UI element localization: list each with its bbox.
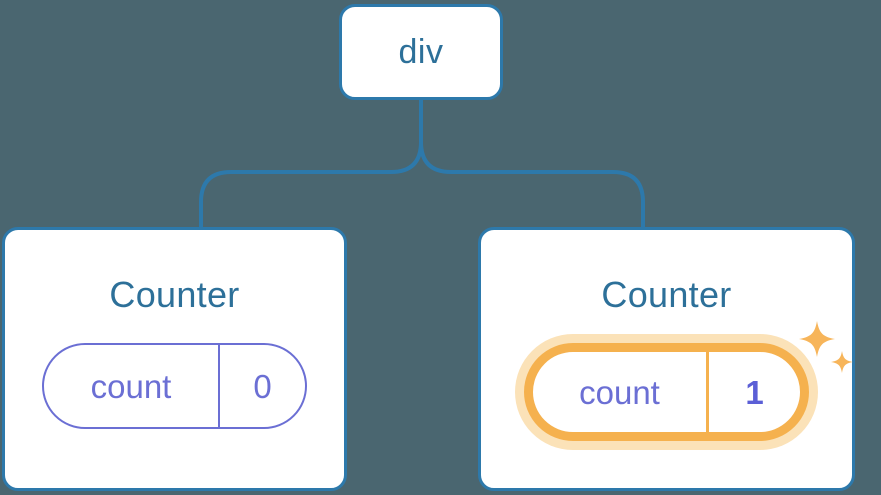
node-counter-right[interactable]: Counter count 1	[478, 227, 855, 491]
state-pill-wrap-left: count 0	[5, 343, 344, 429]
node-counter-left-title: Counter	[109, 274, 240, 315]
state-pill-wrap-right: count 1	[481, 343, 852, 441]
state-value-left: 0	[253, 367, 272, 405]
state-key-left: count	[44, 345, 220, 427]
state-pill-left[interactable]: count 0	[42, 343, 307, 429]
node-counter-right-title: Counter	[601, 274, 732, 315]
state-pill-right[interactable]: count 1	[524, 343, 809, 441]
node-div-label: div	[398, 33, 444, 71]
state-key-right: count	[533, 352, 709, 432]
node-div[interactable]: div	[339, 4, 503, 100]
node-counter-left[interactable]: Counter count 0	[2, 227, 347, 491]
state-value-right: 1	[745, 373, 764, 411]
